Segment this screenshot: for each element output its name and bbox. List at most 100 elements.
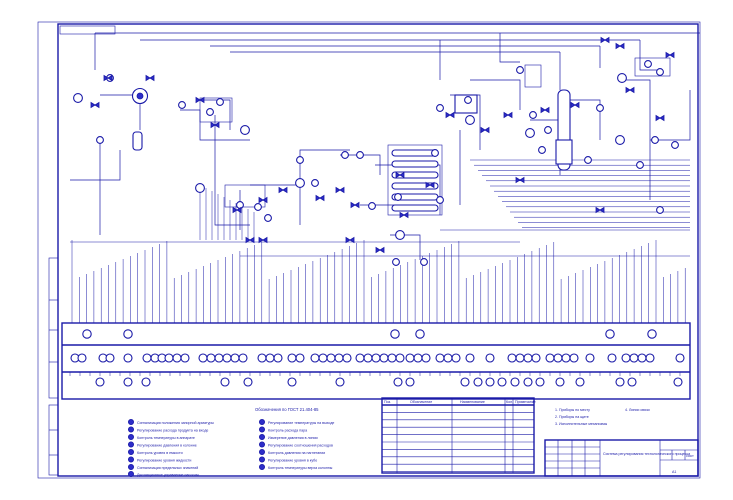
instrument-icon [238,353,248,363]
panel-frame [61,322,691,400]
valve-icon [258,236,268,244]
instrument-icon [644,60,652,68]
instrument-icon [531,353,541,363]
instrument-icon [96,136,104,144]
instrument-icon [413,353,423,363]
valve-icon [375,246,385,254]
instrument-icon [296,156,304,164]
title-block-format: А1 [672,470,676,474]
instrument-icon [82,329,92,339]
instrument-icon [295,178,305,188]
instrument-icon [515,353,525,363]
process-line [214,115,250,226]
valve-icon [315,194,325,202]
instrument-icon [273,353,283,363]
valve-icon [600,36,610,44]
instrument-icon [318,353,328,363]
valve-icon [145,74,155,82]
valve-icon [540,106,550,114]
instrument-icon [497,377,507,387]
instrument-icon [585,353,595,363]
instrument-icon [545,353,555,363]
notes-right: 1. Приборы по месту 2. Приборы на щите 3… [555,408,650,426]
legend-left-item: Сигнализация предельных значений [137,466,198,470]
table-header-qty: Кол. [506,400,513,404]
inner-frame [57,23,699,477]
notes-item: 4. Линии связи [625,408,650,412]
equipment-symbols [70,36,685,387]
instrument-icon [675,353,685,363]
apparatus-frame [224,184,266,208]
legend-middle-item: Измерение давления в линии [268,436,318,440]
legend-left-item: Дистанционное управление насосом [137,473,199,477]
pipeline [639,40,660,71]
instrument-icon [544,126,552,134]
instrument-icon [265,353,275,363]
legend-left-item: Регулирование расхода продукта на входе [137,429,208,433]
instrument-icon [172,353,182,363]
heat-exchanger-icon [391,160,439,168]
valve-icon [445,111,455,119]
legend-middle-item: Контроль расхода пара [268,429,307,433]
instrument-icon [617,73,627,83]
instrument-icon [473,377,483,387]
heat-exchanger-frame [387,144,443,216]
valve-icon [595,206,605,214]
instrument-icon [656,206,664,214]
instrument-icon [636,161,644,169]
valve-icon [210,121,220,129]
instrument-icon [460,377,470,387]
corner-code-box [59,25,116,35]
instrument-icon [254,203,262,211]
specification-table: Поз. Обозначение Наименование Кол. Приме… [381,397,536,474]
instrument-icon [451,353,461,363]
valve-icon [665,51,675,59]
legend-middle: Регулирование температуры на выходе Конт… [258,418,334,470]
instrument-icon [73,93,83,103]
instrument-icon [387,353,397,363]
legend-bullet-icon [258,463,265,470]
instrument-icon [485,353,495,363]
instrument-icon [415,329,425,339]
process-line [250,149,350,186]
instrument-icon [629,353,639,363]
instrument-icon [637,353,647,363]
valve-icon [655,114,665,122]
legend-bullet-icon [127,426,134,433]
instrument-icon [214,353,224,363]
valve-icon [625,86,635,94]
valve-icon [232,206,242,214]
instrument-icon [507,353,517,363]
legend-bullet-icon [127,470,134,477]
instrument-icon [341,151,349,159]
instrument-icon [371,353,381,363]
legend-left: Сигнализация положения запорной арматуры… [127,418,214,477]
instrument-icon [393,377,403,387]
legend-middle-item: Регулирование температуры на выходе [268,421,334,425]
heat-exchanger-icon [391,204,439,212]
instrument-icon [443,353,453,363]
instrument-icon [651,136,659,144]
connection-lines [70,32,700,323]
legend-left-item: Регулирование давления в колонне [137,444,197,448]
instrument-icon [326,353,336,363]
valve-icon [258,196,268,204]
valve-icon [615,42,625,50]
valve-icon [515,176,525,184]
instrument-icon [342,353,352,363]
legend-bullet-icon [127,441,134,448]
instrument-icon [95,377,105,387]
instrument-icon [392,258,400,266]
instrument-icon [607,353,617,363]
valve-icon [350,201,360,209]
pipeline [499,33,520,63]
notes-item: 2. Приборы на щите [555,415,589,419]
title-block-name: Система регулирования технологического п… [603,452,690,456]
valve-icon [103,74,113,82]
instrument-icon [287,353,297,363]
instrument-icon [464,96,472,104]
instrument-icon [142,353,152,363]
instrument-icon [671,141,679,149]
instrument-icon [222,353,232,363]
